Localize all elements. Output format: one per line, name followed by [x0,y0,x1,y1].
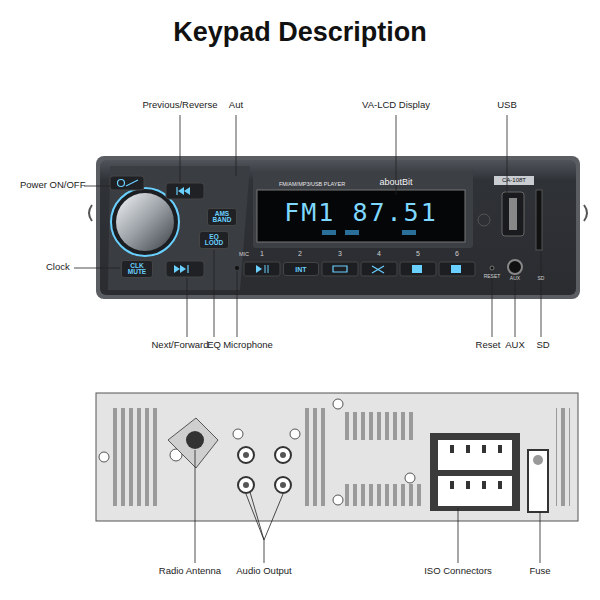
panel-marking: 2 [298,250,302,258]
button-text: FM1 87.51 [284,200,437,225]
callout-label: VA-LCD Display [362,100,430,110]
button-text: EQ LOUD [203,234,225,247]
panel-marking: MIC [239,251,249,257]
panel-marking: 3 [338,250,342,258]
panel-marking: AUX [510,276,520,282]
callout-label: Audio Output [236,566,291,576]
button-text: CLK MUTE [125,263,149,276]
lcd-readout: FM1 87.51 [261,195,461,229]
panel-marking: RESET [484,274,501,280]
band-button: AMS BAND [207,208,237,226]
callout-label: AUX [505,340,525,350]
diagram-title: Keypad Description [173,18,427,48]
int-button: INT [283,262,319,276]
panel-marking: 1 [260,250,264,258]
eq-button: EQ LOUD [199,231,229,249]
callout-label: Clock [46,262,70,272]
callout-label: Power ON/OFF [20,180,85,190]
button-text: AMS BAND [211,211,233,224]
callout-label: EQ [207,340,221,350]
panel-marking: aboutBit [379,178,412,188]
panel-marking: 5 [416,250,420,258]
callout-label: USB [497,100,517,110]
callout-label: Radio Antenna [159,566,221,576]
panel-marking: 4 [377,250,381,258]
callout-label: Microphone [223,340,273,350]
panel-marking: 6 [455,250,459,258]
panel-marking: CA-108T [502,177,526,184]
button-text: INT [295,266,306,273]
panel-marking: FM/AM/MP3/USB PLAYER [279,181,345,187]
callout-label: Previous/Reverse [143,100,218,110]
callout-label: Fuse [529,566,550,576]
clock-mute-button: CLK MUTE [121,260,153,278]
panel-marking: SD [538,276,545,282]
callout-label: SD [536,340,549,350]
callout-label: Next/Forward [151,340,208,350]
callout-label: Reset [476,340,501,350]
callout-label: ISO Connectors [424,566,492,576]
callout-label: Aut [229,100,243,110]
